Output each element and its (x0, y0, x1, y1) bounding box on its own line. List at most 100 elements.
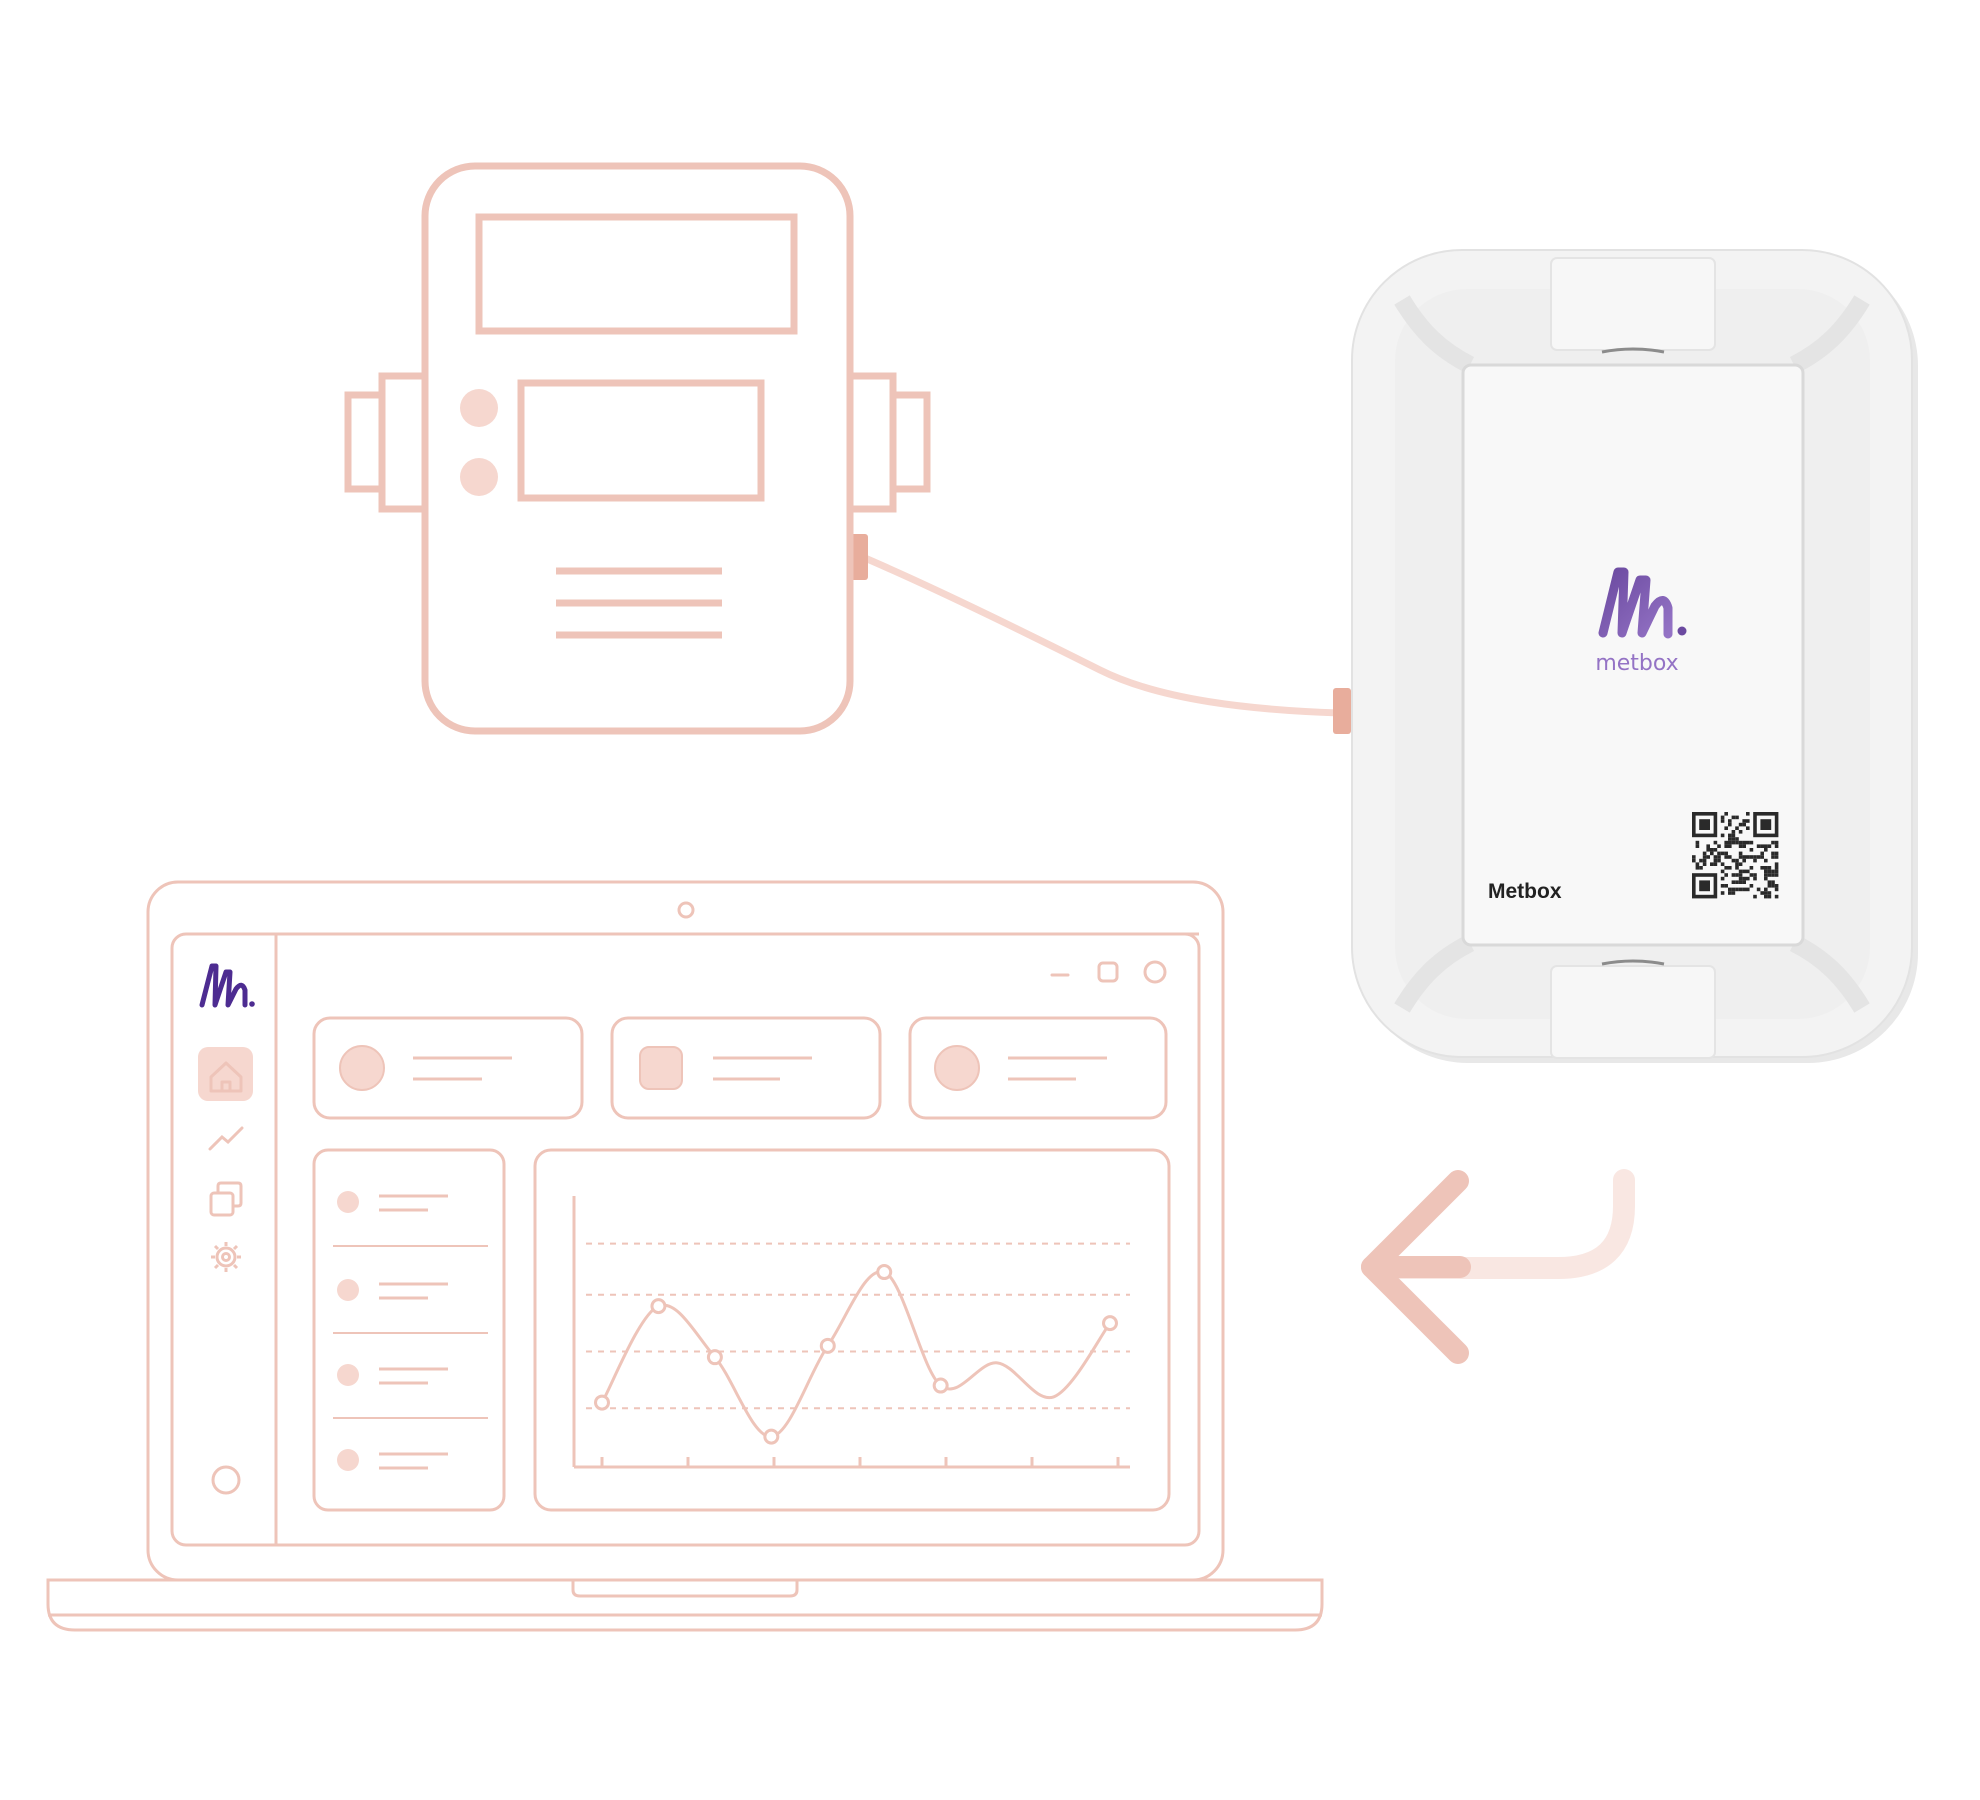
qr-module (1746, 869, 1750, 874)
device-clip-top-slot (1601, 347, 1665, 354)
qr-module (1720, 862, 1725, 866)
qr-module (1713, 840, 1718, 845)
laptop-base (46, 1578, 1324, 1632)
qr-module (1692, 855, 1696, 859)
connection-cable (854, 551, 1344, 717)
qr-module (1774, 840, 1779, 845)
qr-module (1724, 884, 1728, 888)
device-corner-ridge-br (1789, 934, 1870, 1013)
meter-indicator-bottom (460, 458, 498, 496)
list-item[interactable] (337, 1449, 448, 1471)
qr-module (1735, 858, 1739, 863)
copy-icon[interactable] (209, 1181, 243, 1217)
qr-code-icon (1692, 812, 1779, 899)
laptop-screen (170, 932, 1201, 1547)
qr-module (1728, 855, 1732, 859)
qr-module (1731, 880, 1736, 884)
qr-module (1753, 858, 1757, 863)
qr-module (1742, 876, 1746, 881)
qr-module (1767, 869, 1772, 874)
qr-module (1717, 851, 1721, 856)
qr-module (1771, 873, 1775, 877)
stat-card-1[interactable] (312, 1016, 584, 1120)
analytics-icon[interactable] (208, 1126, 244, 1151)
qr-module (1699, 858, 1703, 863)
qr-module (1742, 819, 1746, 823)
qr-module (1742, 840, 1746, 845)
qr-module (1695, 840, 1700, 845)
qr-module (1760, 844, 1764, 848)
qr-module (1749, 848, 1754, 852)
qr-module (1731, 840, 1736, 845)
settings-icon[interactable] (211, 1242, 241, 1272)
stat-card-1-icon (339, 1045, 385, 1091)
qr-module (1731, 815, 1736, 820)
qr-module (1746, 812, 1750, 816)
qr-module (1767, 873, 1772, 877)
qr-module (1753, 894, 1757, 899)
chart-point (594, 1394, 610, 1411)
qr-module (1764, 858, 1768, 863)
qr-module (1695, 862, 1700, 866)
device-label: Metbox (1488, 880, 1562, 903)
qr-module (1774, 855, 1779, 859)
stat-card-3[interactable] (908, 1016, 1168, 1120)
close-icon[interactable] (1143, 960, 1167, 984)
qr-module (1749, 855, 1754, 859)
device-brand-text: metbox (1595, 651, 1678, 676)
qr-module (1706, 855, 1710, 859)
qr-module (1764, 891, 1768, 895)
chart-series-line (600, 1270, 1112, 1439)
chart-point (763, 1428, 780, 1445)
metbox-device: metbox Metbox (1351, 249, 1918, 1063)
qr-module (1756, 855, 1761, 859)
device-clip-top (1550, 257, 1716, 351)
qr-module (1724, 851, 1728, 856)
qr-module (1760, 866, 1764, 870)
qr-module (1713, 848, 1718, 852)
qr-module (1728, 822, 1732, 827)
stat-card-2-icon (639, 1046, 683, 1090)
list-item[interactable] (337, 1279, 448, 1301)
meter-display (475, 213, 798, 335)
chart-point (1102, 1315, 1118, 1332)
qr-module (1724, 873, 1728, 877)
qr-module (1702, 862, 1707, 866)
list-item[interactable] (337, 1364, 448, 1386)
arrow-shaft (1381, 1169, 1635, 1279)
qr-module (1764, 866, 1768, 870)
qr-module (1735, 840, 1739, 845)
qr-module (1720, 891, 1725, 895)
user-icon[interactable] (211, 1465, 241, 1495)
qr-module (1738, 869, 1743, 874)
qr-module (1774, 869, 1779, 874)
qr-module (1742, 858, 1746, 863)
qr-module (1720, 876, 1725, 881)
qr-module (1735, 880, 1739, 884)
maximize-icon[interactable] (1097, 961, 1119, 983)
qr-module (1738, 880, 1743, 884)
qr-module (1724, 840, 1728, 845)
qr-module (1738, 830, 1743, 834)
qr-module (1749, 840, 1754, 845)
qr-module (1731, 887, 1736, 892)
home-icon[interactable] (209, 1061, 243, 1093)
list-item[interactable] (337, 1191, 448, 1213)
qr-finder-core (1699, 819, 1710, 830)
qr-module (1735, 826, 1739, 830)
meter-body (421, 162, 854, 735)
qr-module (1717, 855, 1721, 859)
stat-card-2[interactable] (610, 1016, 882, 1120)
qr-module (1767, 844, 1772, 848)
qr-module (1771, 880, 1775, 884)
qr-module (1702, 855, 1707, 859)
qr-module (1764, 873, 1768, 877)
qr-module (1746, 826, 1750, 830)
qr-module (1774, 862, 1779, 866)
sidebar-logo-icon (199, 963, 255, 1008)
qr-module (1695, 844, 1700, 848)
app-window (198, 932, 1199, 1545)
qr-module (1724, 855, 1728, 859)
home-icon-highlight[interactable] (198, 1047, 253, 1101)
